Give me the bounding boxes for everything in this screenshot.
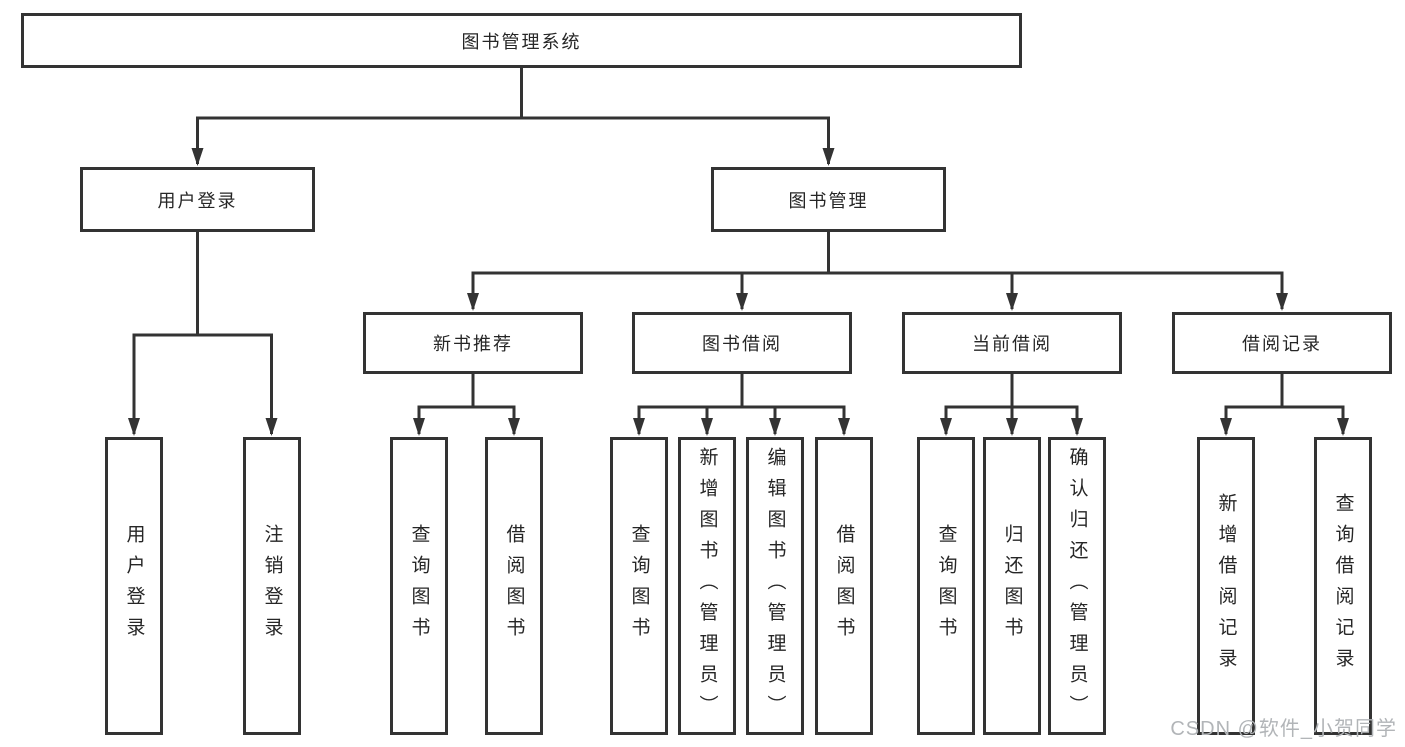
watermark: CSDN @软件_小贺同学 — [1170, 718, 1397, 740]
connector-borrow-trunk — [637, 372, 846, 409]
connector-current-trunk — [944, 372, 1079, 409]
node-leaf-borrow-book-1: 借阅图书 — [485, 437, 543, 735]
node-leaf-add-book-admin: 新增图书（管理员） — [678, 437, 736, 735]
node-root: 图书管理系统 — [21, 13, 1022, 68]
node-book-management: 图书管理 — [711, 167, 946, 232]
node-current-borrow: 当前借阅 — [902, 312, 1122, 374]
node-leaf-user-login: 用户登录 — [105, 437, 163, 735]
node-user-login: 用户登录 — [80, 167, 315, 232]
node-leaf-query-book-3: 查询图书 — [917, 437, 975, 735]
node-leaf-query-book-2: 查询图书 — [610, 437, 668, 735]
connector-new-book-trunk — [417, 372, 516, 409]
node-leaf-add-borrow-record: 新增借阅记录 — [1197, 437, 1255, 735]
node-leaf-return-book: 归还图书 — [983, 437, 1041, 735]
connector-user-login-trunk — [132, 230, 273, 337]
node-leaf-edit-book-admin: 编辑图书（管理员） — [746, 437, 804, 735]
connector-root-trunk — [196, 66, 830, 120]
node-leaf-confirm-return-admin: 确认归还（管理员） — [1048, 437, 1106, 735]
node-borrow-records: 借阅记录 — [1172, 312, 1392, 374]
node-book-borrow: 图书借阅 — [632, 312, 852, 374]
node-leaf-query-borrow-record: 查询借阅记录 — [1314, 437, 1372, 735]
node-leaf-logout: 注销登录 — [243, 437, 301, 735]
node-leaf-borrow-book-2: 借阅图书 — [815, 437, 873, 735]
node-new-book-recommend: 新书推荐 — [363, 312, 583, 374]
connector-book-mgmt-trunk — [471, 230, 1284, 275]
node-leaf-query-book-1: 查询图书 — [390, 437, 448, 735]
connector-records-trunk — [1224, 372, 1345, 409]
